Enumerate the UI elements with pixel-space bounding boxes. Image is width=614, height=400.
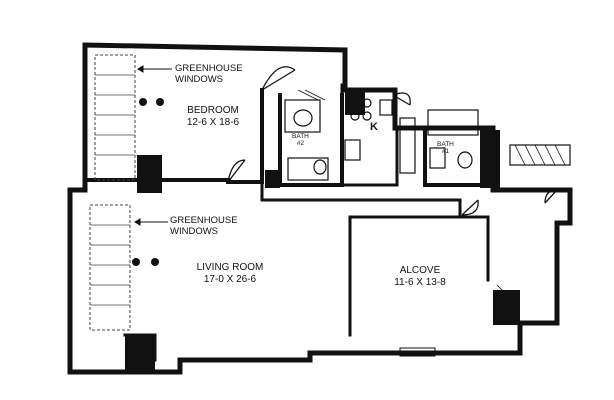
corridor-wall (260, 183, 462, 217)
greenhouse-window-top (94, 54, 136, 181)
bath-1-line2: #1 (441, 148, 450, 156)
living-column (125, 335, 155, 372)
bedroom-label: Bedroom 12-6 x 18-6 (168, 105, 258, 128)
greenhouse-label-mid-line2: Windows (170, 225, 219, 237)
alcove-window (399, 347, 436, 357)
corridor-door (461, 199, 479, 216)
greenhouse-window-mid (89, 204, 131, 331)
bath-2-door (227, 159, 246, 183)
bath-1-label: Bath #1 (437, 141, 454, 155)
bath-2-column (265, 170, 280, 188)
bath-2-line1: Bath (292, 133, 309, 140)
living-room-label: Living Room 17-0 x 26-6 (180, 262, 280, 285)
greenhouse-label-top: Greenhouse Windows (175, 63, 243, 86)
alcove-dims: 11-6 x 13-8 (394, 276, 446, 288)
bedroom-name: Bedroom (187, 105, 239, 116)
bath-1-door (392, 92, 411, 106)
bedroom-column (137, 155, 162, 193)
living-room-dims: 17-0 x 26-6 (203, 273, 257, 285)
entry-door (544, 189, 558, 204)
bath-2-wall (278, 93, 344, 187)
bath-2-line2: #2 (296, 140, 305, 148)
greenhouse-label-top-line2: Windows (175, 73, 224, 85)
exterior-wall (67, 42, 573, 375)
kitchen-column (345, 90, 365, 115)
alcove-label: Alcove 11-6 x 13-8 (380, 265, 460, 288)
living-alcove-wall (348, 215, 490, 282)
greenhouse-label-mid-line1: Greenhouse (170, 215, 238, 226)
bedroom-door (261, 66, 296, 91)
bedroom-closet-wall (226, 88, 264, 184)
bedroom-dims: 12-6 x 18-6 (186, 116, 240, 128)
bath-1-column (480, 130, 500, 188)
bath-2-label: Bath #2 (292, 133, 309, 147)
bath-1-wall (423, 126, 495, 187)
bath-1-line1: Bath (437, 141, 454, 148)
kitchen-wall (340, 83, 399, 187)
greenhouse-label-mid: Greenhouse Windows (170, 215, 238, 238)
living-room-name: Living Room (196, 262, 264, 273)
kitchen-label: K (370, 121, 378, 133)
alcove-name: Alcove (399, 265, 441, 276)
greenhouse-label-top-line1: Greenhouse (175, 63, 243, 74)
